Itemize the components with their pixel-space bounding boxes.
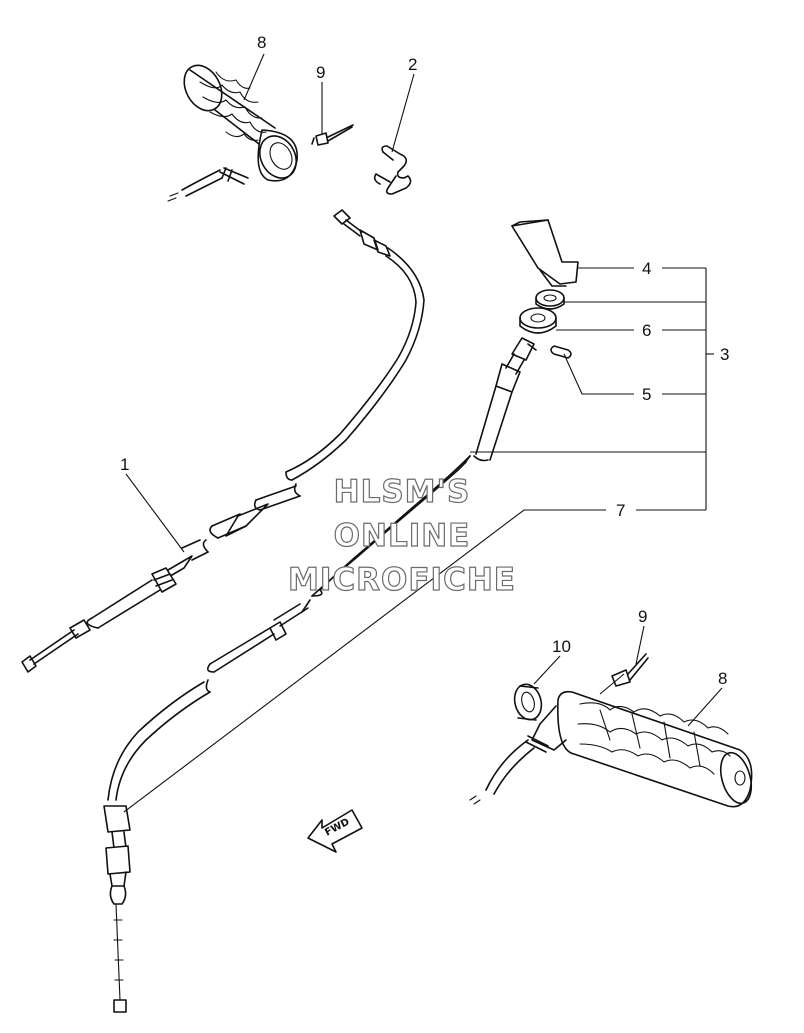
callout-5: 5 (642, 385, 651, 404)
callout-8-top: 8 (257, 33, 266, 52)
throttle-cable-7 (103, 455, 471, 1013)
wire-clip (373, 145, 412, 195)
throttle-cable-1 (21, 209, 425, 673)
callout-3: 3 (720, 345, 729, 364)
callout-7: 7 (616, 501, 625, 520)
callout-10: 10 (552, 637, 571, 656)
callout-9-bottom: 9 (638, 607, 647, 626)
callout-6: 6 (642, 321, 651, 340)
handlebar-grip-right (469, 683, 753, 808)
leader-lines (123, 53, 723, 813)
callout-4: 4 (642, 259, 651, 278)
screw-pin-upper (311, 124, 354, 146)
screw-pin-lower (611, 653, 649, 687)
handlebar-grip-left (167, 64, 298, 202)
watermark-line-3: MICROFICHE (288, 562, 516, 598)
watermark-line-2: ONLINE (334, 518, 471, 554)
watermark: HLSM'S ONLINE MICROFICHE (287, 473, 516, 598)
callout-9-top: 9 (316, 63, 325, 82)
callout-1: 1 (120, 455, 129, 474)
callout-8-bottom: 8 (718, 669, 727, 688)
callout-numbers: 8 9 2 1 4 6 3 5 7 10 9 8 (120, 33, 729, 688)
throttle-housing-parts (473, 219, 579, 462)
fwd-direction-arrow: FWD (307, 809, 363, 853)
watermark-line-1: HLSM'S (334, 474, 471, 510)
callout-2: 2 (408, 55, 417, 74)
